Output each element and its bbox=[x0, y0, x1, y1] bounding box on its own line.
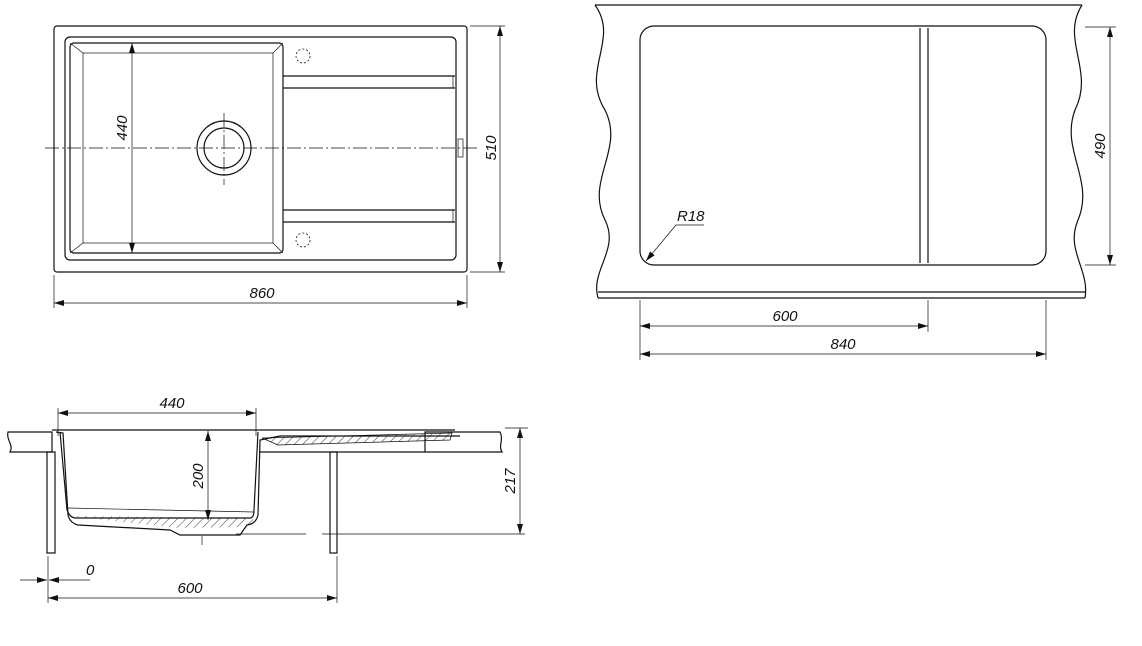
top-view: 440 510 860 bbox=[45, 25, 505, 308]
dim-radius-r18: R18 bbox=[677, 208, 705, 225]
dim-section-600: 600 bbox=[177, 580, 203, 597]
cutout-view: R18 490 600 840 bbox=[594, 4, 1116, 360]
dim-section-217: 217 bbox=[502, 468, 519, 495]
dim-section-200: 200 bbox=[190, 463, 207, 490]
section-view: 440 200 217 0 600 bbox=[7, 395, 528, 603]
dim-bowl-440: 440 bbox=[114, 115, 131, 141]
dim-width-860: 860 bbox=[249, 285, 275, 302]
dim-cutout-600: 600 bbox=[772, 308, 798, 325]
dim-depth-510: 510 bbox=[483, 135, 500, 161]
dim-cutout-490: 490 bbox=[1092, 133, 1109, 159]
tap-hole-bottom bbox=[295, 232, 311, 248]
dim-section-440: 440 bbox=[159, 395, 185, 412]
drainer bbox=[283, 75, 455, 223]
dim-cutout-840: 840 bbox=[830, 336, 856, 353]
sink-outline bbox=[53, 25, 468, 273]
sink-rim bbox=[64, 36, 457, 261]
tap-hole-top bbox=[295, 48, 311, 64]
cutout-outline bbox=[639, 25, 1047, 266]
dim-section-0: 0 bbox=[86, 562, 95, 579]
